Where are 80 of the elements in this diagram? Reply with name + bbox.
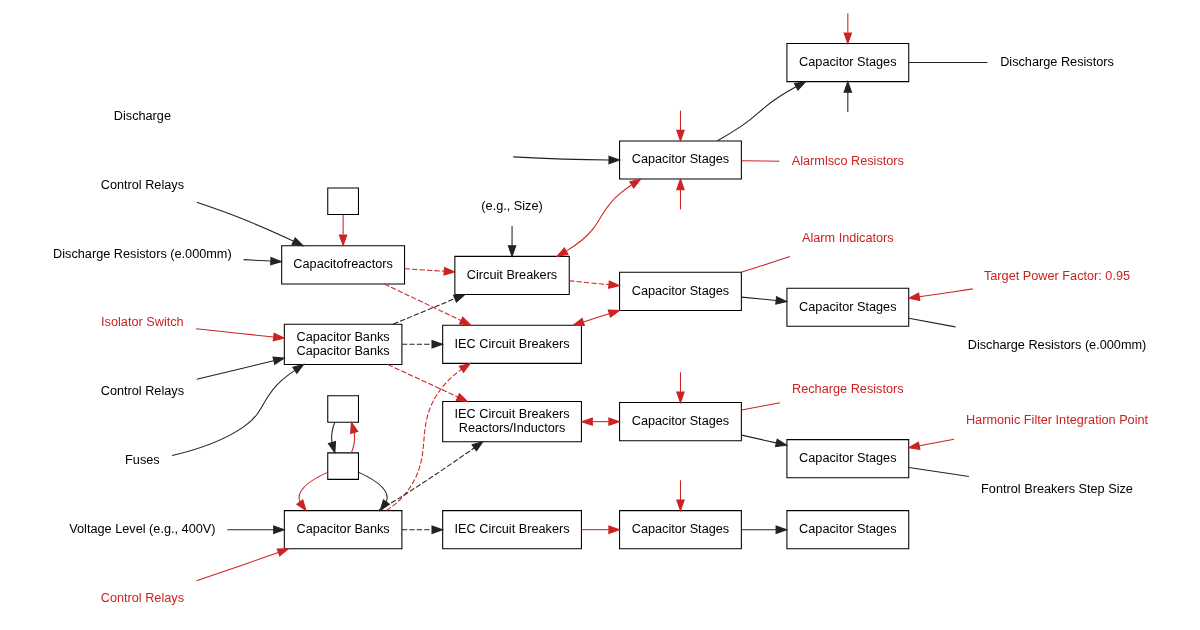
arrow [507, 225, 516, 258]
arrow [512, 155, 621, 165]
arrow [195, 548, 290, 582]
node-text: Alarmlsco Resistors [791, 153, 904, 169]
arrow [716, 81, 807, 142]
arrow [226, 525, 286, 535]
node-text: Isolator Switch [100, 314, 184, 330]
node-text: Fuses [124, 452, 160, 468]
arrow [327, 421, 336, 455]
node-box: Capacitor Stages [785, 439, 909, 479]
arrow [740, 434, 788, 448]
arrow [580, 525, 621, 535]
node-box: Capacitor Stages [785, 510, 909, 550]
node-box: Capacitor Stages [618, 510, 742, 550]
node-text: Fontrol Breakers Step Size [980, 480, 1133, 496]
node-box: Capacitor Stages [618, 140, 742, 180]
arrow [386, 364, 469, 403]
node-text: Control Relays [100, 176, 184, 192]
arrow [195, 328, 286, 342]
arrow [579, 417, 621, 427]
node-text: Control Relays [100, 383, 184, 399]
node-box: Capacitor Banks [283, 510, 402, 550]
arrow [740, 295, 788, 305]
arrow [401, 339, 444, 349]
node-text: Target Power Factor: 0.95 [983, 267, 1130, 283]
arrow [195, 356, 286, 380]
node-text: (e.g., Size) [480, 197, 543, 213]
node-box: Capacitor Stages [785, 287, 909, 327]
node-text: Discharge Resistors [999, 53, 1114, 69]
arrow [740, 525, 788, 535]
arrow [675, 479, 685, 513]
arrow [403, 266, 456, 276]
node-box [326, 452, 359, 480]
arrow [242, 256, 283, 266]
arrow [842, 12, 852, 46]
node-box: Capacitofreactors [280, 245, 405, 285]
node-box [326, 395, 359, 423]
node-text: Discharge Resistors (e.000mm) [52, 245, 232, 261]
node-text: Discharge Resistors (e.000mm) [967, 336, 1146, 352]
node-box: IEC Circuit Breakers Reactors/Inductors [441, 401, 582, 443]
arrow [392, 293, 466, 325]
node-box: Circuit Breakers [453, 255, 570, 296]
arrow [842, 80, 852, 113]
arrow [295, 471, 328, 512]
label: Discharge [113, 107, 171, 123]
node-text: Alarm Indicators [801, 229, 894, 245]
node-box: Capacitor Stages [618, 271, 742, 311]
node-box: IEC Circuit Breakers [441, 510, 582, 550]
node-text: Recharge Resistors [791, 381, 904, 397]
connector [740, 160, 780, 162]
connector [740, 256, 790, 273]
arrow [349, 420, 359, 454]
node-box: Capacitor Stages [785, 42, 909, 83]
node-box: IEC Circuit Breakers [441, 324, 582, 364]
arrow [906, 288, 973, 302]
arrow [571, 309, 621, 327]
arrow [675, 371, 685, 405]
arrow [385, 362, 472, 511]
node-box: Capacitor Stages [618, 402, 742, 442]
node-box: Capacitor Banks Capacitor Banks [283, 323, 402, 365]
arrow [357, 471, 390, 512]
connector [907, 467, 969, 478]
node-text: Voltage Level (e.g., 400V) [68, 520, 215, 536]
node-text: Harmonic Filter Integration Point [965, 411, 1148, 427]
arrow [401, 525, 444, 535]
arrow [338, 214, 348, 248]
node-box [326, 187, 359, 216]
arrow [675, 177, 685, 210]
connector [740, 402, 780, 411]
arrow [171, 363, 305, 457]
arrow [555, 178, 642, 258]
connector [907, 62, 988, 64]
arrow [383, 283, 472, 326]
arrow [568, 280, 621, 289]
arrow [195, 201, 305, 247]
arrow [675, 110, 685, 143]
connector [907, 317, 956, 328]
node-text: Control Relays [100, 589, 184, 605]
arrow [906, 438, 955, 451]
arrow [377, 440, 484, 512]
